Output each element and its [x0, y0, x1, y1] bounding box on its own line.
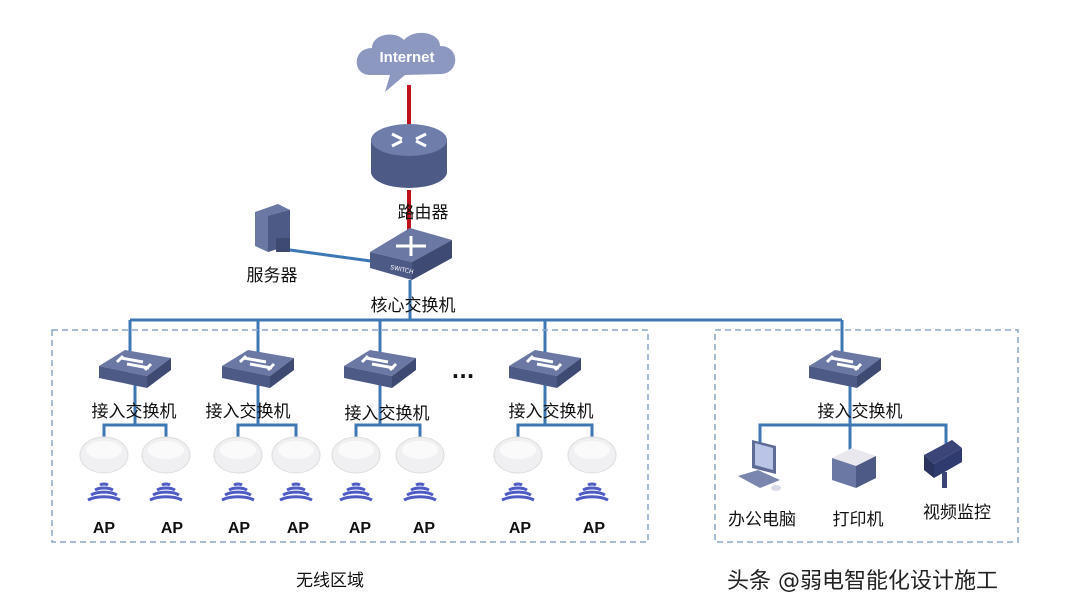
access-switch: 接入交换机 AP AP [492, 348, 618, 537]
ellipsis: ... [452, 359, 475, 383]
access-switch: 接入交换机 AP AP [330, 348, 446, 537]
ap-label: AP [228, 520, 251, 537]
access-point-icon [566, 435, 618, 502]
camera-icon [924, 440, 962, 488]
core-switch: SWITCH 核心交换机 [370, 228, 456, 316]
router-label: 路由器 [398, 203, 449, 223]
server: 服务器 [247, 204, 298, 286]
access-point-icon [492, 435, 544, 502]
access-switch: 接入交换机 AP AP [78, 348, 192, 537]
core-switch-label: 核心交换机 [371, 296, 456, 316]
device-camera: 视频监控 [923, 440, 991, 523]
wireless-zone-label: 无线区域 [296, 571, 364, 591]
access-switch-label: 接入交换机 [92, 402, 177, 422]
ap-label: AP [583, 520, 606, 537]
access-switch-label: 接入交换机 [818, 402, 903, 422]
svg-text:Internet: Internet [379, 49, 434, 66]
device-office-pc: 办公电脑 [728, 440, 796, 530]
ap-label: AP [413, 520, 436, 537]
access-point-icon [140, 435, 192, 502]
computer-icon [738, 440, 781, 491]
access-point-icon [330, 435, 382, 502]
access-switch-label: 接入交换机 [206, 402, 291, 422]
internet-cloud: Internet [356, 32, 456, 92]
ap-label: AP [161, 520, 184, 537]
access-point-icon [78, 435, 130, 502]
access-point-icon [394, 435, 446, 502]
switch-icon [220, 348, 296, 390]
access-switch-label: 接入交换机 [345, 404, 430, 424]
device-printer: 打印机 [832, 448, 884, 530]
links [102, 85, 948, 450]
router: 路由器 [371, 124, 449, 223]
printer-icon [832, 448, 876, 488]
svg-text:办公电脑: 办公电脑 [728, 510, 796, 530]
switch-icon: SWITCH [370, 228, 452, 280]
access-switch: 接入交换机 AP AP [206, 348, 322, 537]
watermark: 头条 @弱电智能化设计施工 [727, 569, 998, 594]
ap-label: AP [509, 520, 532, 537]
wired-zone-border [714, 329, 1019, 543]
switch-icon [97, 348, 173, 390]
switch-icon [507, 348, 583, 390]
cloud-icon [356, 32, 456, 92]
wired-access-switch: 接入交换机 [807, 348, 903, 422]
switch-icon [807, 348, 883, 390]
svg-text:视频监控: 视频监控 [923, 503, 991, 523]
ap-label: AP [93, 520, 116, 537]
ap-label: AP [349, 520, 372, 537]
switch-icon [342, 348, 418, 390]
access-switch-label: 接入交换机 [509, 402, 594, 422]
router-icon [371, 124, 447, 188]
ap-label: AP [287, 520, 310, 537]
server-icon [255, 204, 290, 252]
svg-text:SWITCH: SWITCH [390, 264, 414, 276]
svg-text:打印机: 打印机 [833, 510, 884, 530]
server-label: 服务器 [247, 266, 298, 286]
access-point-icon [212, 435, 264, 502]
wireless-zone-border [51, 329, 649, 543]
access-point-icon [270, 435, 322, 502]
